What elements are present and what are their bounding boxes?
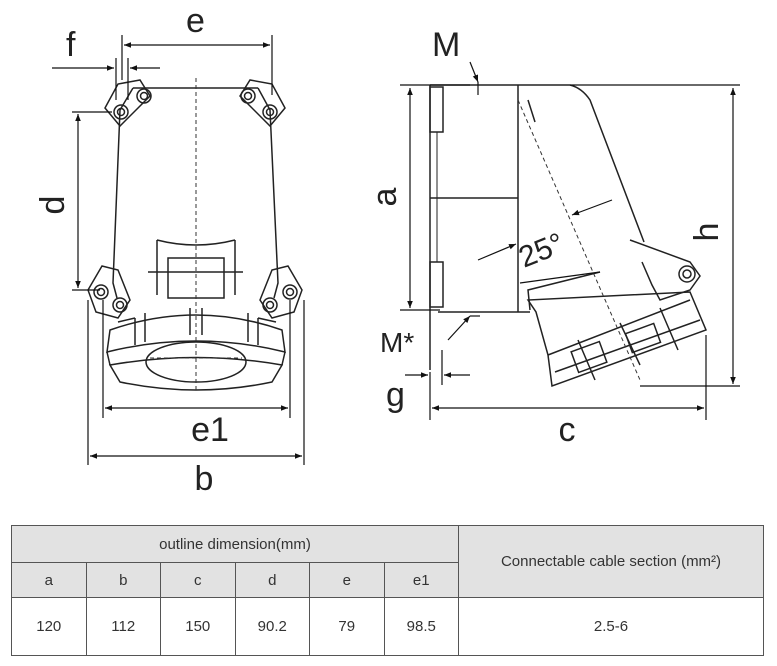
label-f: f (66, 26, 76, 64)
cable-section-header: Connectable cable section (mm²) (458, 525, 764, 598)
label-M: M (432, 26, 460, 64)
side-bracket-top (429, 86, 444, 133)
column-header-e: e (309, 562, 385, 598)
column-header-e1: e1 (383, 562, 459, 598)
value-b: 112 (85, 597, 161, 656)
side-socket-head (526, 291, 707, 388)
label-b: b (195, 460, 214, 498)
label-e1: e1 (191, 411, 229, 449)
column-header-b: b (85, 562, 161, 598)
side-centerline (517, 99, 641, 381)
front-latch (156, 239, 236, 295)
front-body-outline (112, 87, 279, 299)
label-M-star: M* (380, 327, 414, 358)
dim-angle-arrow-top (571, 199, 613, 216)
front-view (87, 79, 303, 391)
front-dimensions (52, 35, 305, 465)
label-a: a (366, 187, 404, 206)
value-e1: 98.5 (383, 597, 459, 656)
side-dimensions (400, 61, 740, 420)
label-d: d (34, 196, 72, 215)
front-centerlines (150, 78, 242, 390)
value-cable-section: 2.5-6 (458, 597, 764, 656)
value-d: 90.2 (234, 597, 310, 656)
value-a: 120 (11, 597, 87, 656)
side-view (429, 84, 707, 388)
front-bottom-flange (87, 265, 303, 319)
dim-Mstar-arrow (447, 315, 471, 341)
side-bracket-bottom (429, 261, 444, 308)
outline-dimension-header: outline dimension(mm) (11, 525, 459, 563)
label-h: h (688, 223, 726, 242)
value-e: 79 (309, 597, 385, 656)
label-c: c (559, 411, 576, 449)
dimension-table: outline dimension(mm) Connectable cable … (11, 525, 764, 656)
label-e: e (186, 2, 205, 40)
column-header-a: a (11, 562, 87, 598)
value-c: 150 (160, 597, 236, 656)
label-g: g (386, 376, 405, 414)
technical-drawing: e f d e1 b (34, 2, 740, 498)
dim-angle-arrow-bottom (477, 243, 517, 261)
column-header-c: c (160, 562, 236, 598)
column-header-d: d (234, 562, 310, 598)
dim-M-arrow (469, 61, 479, 83)
label-angle: 25° (514, 227, 568, 275)
front-top-flange (104, 79, 286, 128)
